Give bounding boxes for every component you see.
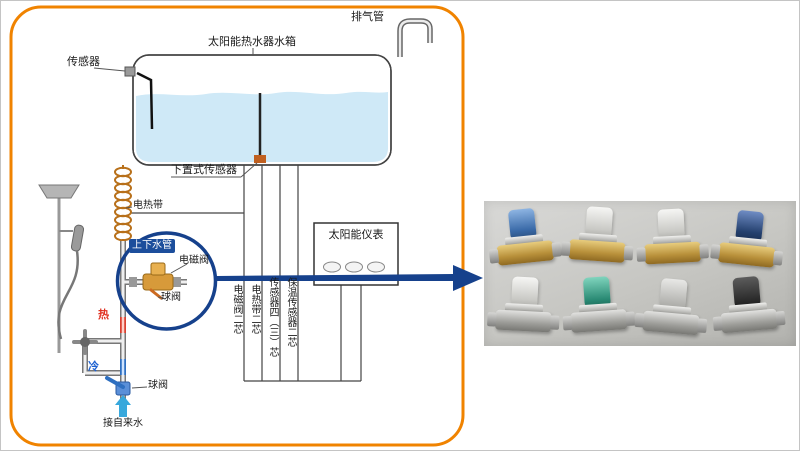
hot-label: 热 (98, 308, 109, 321)
water-pipe-label: 上下水管 (129, 239, 175, 253)
tank-label: 太阳能热水器水箱 (208, 35, 296, 48)
tap-water-label: 接自来水 (103, 418, 143, 429)
bottom-sensor-label: 下置式传感器 (171, 163, 237, 176)
tank-sensor-probe (93, 66, 154, 130)
heating-belt-label: 电热带 (133, 200, 163, 211)
wire-label-heating-belt: 电热带二芯 (249, 284, 260, 334)
heating-coil (114, 165, 132, 243)
hand-sprayer (70, 224, 85, 252)
shower-head (38, 184, 80, 199)
leader-lines (125, 206, 133, 209)
cold-label: 冷 (88, 360, 99, 373)
tank-water (136, 91, 388, 162)
mixer-valve (80, 337, 90, 347)
controller-button (323, 261, 341, 273)
lower-ball-valve (105, 376, 148, 396)
exhaust-pipe-label: 排气管 (351, 10, 384, 23)
sensor-label: 传感器 (67, 55, 100, 68)
upper-ball-valve-lever (149, 288, 163, 300)
solenoid-valve-label: 电磁阀 (179, 255, 209, 266)
solenoid-valve-symbol (129, 262, 188, 300)
valve-photo-item (486, 275, 561, 341)
highlight-circle (115, 231, 218, 331)
valve-photo-item (633, 276, 710, 344)
valve-photo-item (560, 275, 636, 342)
pipes (82, 241, 187, 407)
ball-valve-lower-label: 球阀 (148, 380, 168, 391)
exhaust-pipe (397, 18, 433, 57)
valve-photo-item (634, 207, 709, 273)
wire-label-insulation-sensor: 保温传感器二芯 (285, 277, 296, 347)
controller-title: 太阳能仪表 (328, 228, 384, 241)
pointer-arrow-icon (217, 265, 483, 291)
diagram-frame (9, 5, 465, 447)
solenoid-valves-photo (484, 201, 796, 346)
solar-tank (132, 48, 392, 166)
controller-wires (131, 165, 362, 382)
valve-photo-item (560, 205, 636, 272)
valve-photo-item (709, 207, 787, 276)
shower-set (38, 184, 98, 355)
controller-button (345, 261, 363, 273)
bottom-sensor-probe (171, 93, 266, 178)
valve-photo-item (709, 274, 786, 342)
wire-label-sensor: 传感器四（三）芯 (267, 277, 278, 357)
shower-hose (57, 250, 79, 340)
valve-photo-item (485, 205, 563, 274)
inflow-arrow-icon (115, 395, 131, 417)
wire-label-solenoid: 电磁阀二芯 (231, 284, 242, 334)
controller-button (367, 261, 385, 273)
ball-valve-upper-label: 球阀 (161, 292, 181, 303)
